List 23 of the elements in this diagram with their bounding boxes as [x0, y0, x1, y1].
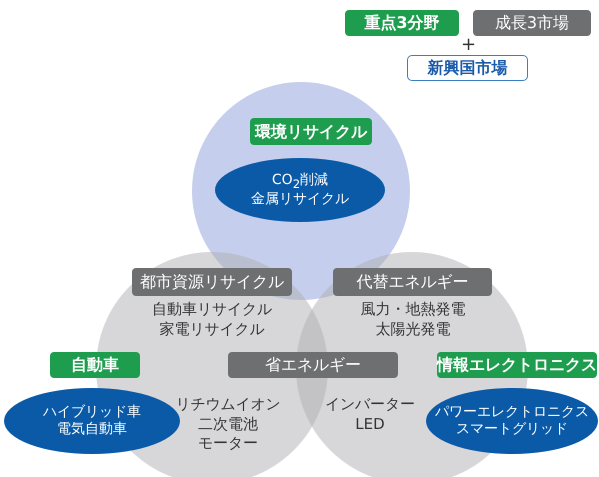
- market-label: [407, 55, 528, 81]
- label-text: ハイブリッド車電気自動車: [43, 404, 141, 438]
- category-label: [228, 352, 398, 378]
- label-text: 代替エネルギー: [356, 272, 468, 292]
- label-text: 重点3分野: [364, 13, 440, 33]
- plus-sign: +: [461, 33, 473, 56]
- label-text: 環境リサイクル: [255, 122, 367, 142]
- label-text: 成長3市場: [494, 13, 570, 33]
- item-list: 風力・地熱発電太陽光発電: [343, 300, 483, 339]
- category-label: [50, 352, 140, 378]
- label-text: 自動車: [71, 355, 119, 375]
- category-label: [473, 10, 591, 36]
- label-text: パワーエレクトロニクススマートグリッド: [435, 404, 589, 438]
- item-list: リチウムイオン二次電池モーター: [168, 395, 288, 454]
- category-label: [345, 10, 459, 36]
- label-text: 省エネルギー: [265, 355, 361, 375]
- label-text: 都市資源リサイクル: [140, 272, 284, 292]
- item-list: インバーターLED: [320, 395, 420, 434]
- label-text: 情報エレクトロニクス: [437, 355, 597, 375]
- category-label: [250, 118, 372, 145]
- label-text: CO$_{2}$削減金属リサイクル: [251, 172, 349, 208]
- item-list: 自動車リサイクル家電リサイクル: [142, 300, 282, 339]
- label-text: 新興国市場: [428, 58, 508, 78]
